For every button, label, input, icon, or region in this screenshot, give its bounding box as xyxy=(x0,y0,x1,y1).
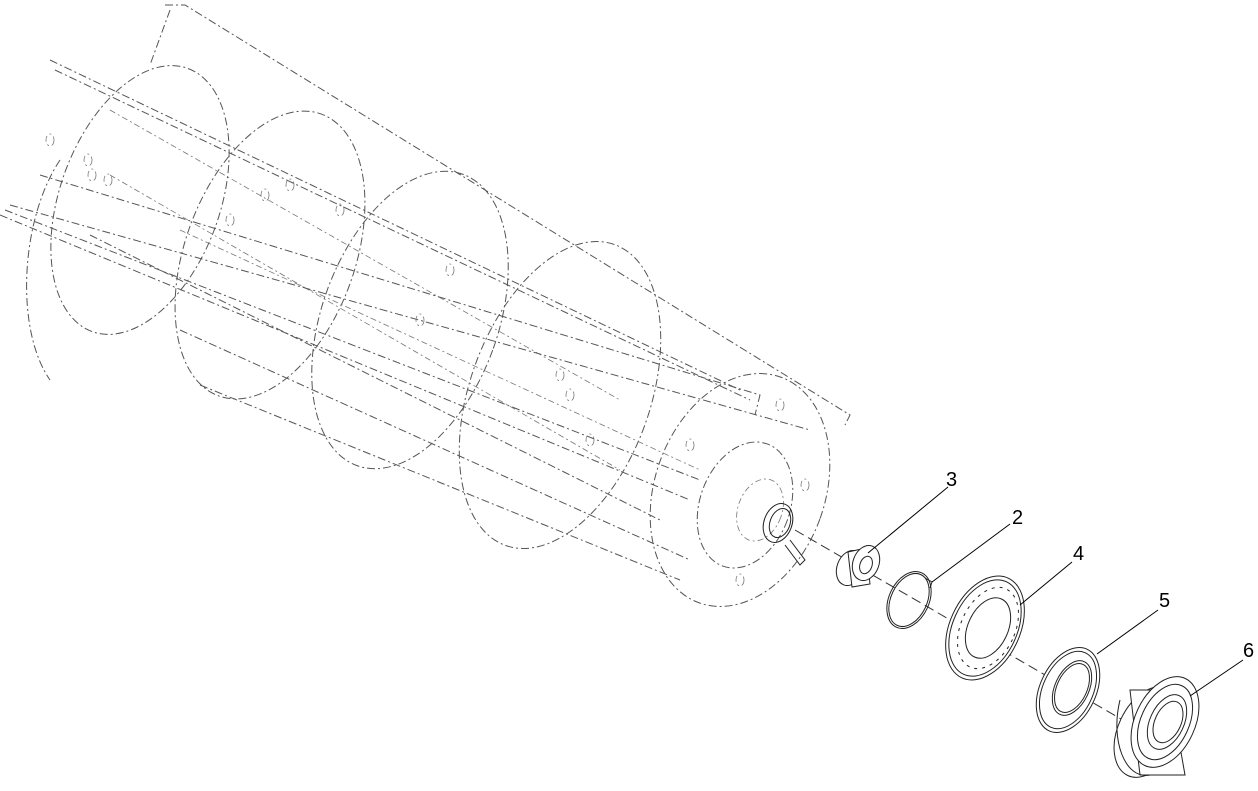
callout-label-6: 6 xyxy=(1243,640,1254,662)
callout-label-5: 5 xyxy=(1159,590,1170,612)
part-retaining-ring xyxy=(886,571,933,629)
callout-5: 5 xyxy=(1096,590,1170,655)
callout-6: 6 xyxy=(1189,640,1254,697)
part-thrust-washer xyxy=(945,575,1025,681)
reel-assembly-ghost xyxy=(0,4,851,607)
part-seal xyxy=(1035,647,1101,733)
callout-3: 3 xyxy=(867,469,957,554)
callout-label-3: 3 xyxy=(946,469,957,491)
callout-label-4: 4 xyxy=(1073,543,1084,565)
callout-label-2: 2 xyxy=(1012,507,1023,529)
part-spacer xyxy=(835,545,881,588)
callout-2: 2 xyxy=(931,507,1023,583)
part-bearing xyxy=(1113,676,1200,778)
callout-4: 4 xyxy=(1019,543,1084,606)
